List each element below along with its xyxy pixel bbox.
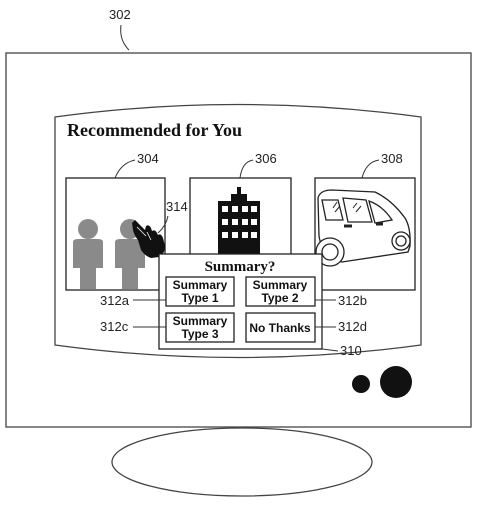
monitor-power-button[interactable] bbox=[380, 366, 412, 398]
label-302: 302 bbox=[109, 7, 131, 22]
label-314: 314 bbox=[166, 199, 188, 214]
leader-306 bbox=[239, 159, 254, 179]
button-label-line2: Type 1 bbox=[181, 291, 218, 305]
leader-304 bbox=[114, 159, 136, 179]
leader-302 bbox=[120, 24, 130, 51]
pointing-hand-icon bbox=[132, 220, 165, 258]
image-tile-car[interactable] bbox=[314, 177, 416, 291]
button-label-line2: Type 3 bbox=[181, 327, 218, 341]
label-310: 310 bbox=[340, 343, 362, 358]
label-312c: 312c bbox=[100, 319, 129, 334]
car-icon bbox=[315, 189, 411, 267]
label-312d: 312d bbox=[338, 319, 367, 334]
people-icon bbox=[73, 219, 145, 289]
building-icon bbox=[218, 187, 260, 256]
button-label-line2: Type 2 bbox=[261, 291, 298, 305]
button-label-line1: Summary bbox=[173, 314, 228, 328]
label-306: 306 bbox=[255, 151, 277, 166]
label-304: 304 bbox=[137, 151, 159, 166]
screen-heading: Recommended for You bbox=[67, 120, 242, 140]
summary-type-3-button[interactable]: Summary Type 3 bbox=[165, 312, 235, 343]
summary-type-1-button[interactable]: Summary Type 1 bbox=[165, 276, 235, 307]
monitor-small-button[interactable] bbox=[352, 375, 370, 393]
label-312a: 312a bbox=[100, 293, 130, 308]
button-label: No Thanks bbox=[249, 321, 311, 335]
leader-308 bbox=[361, 159, 380, 179]
button-label-line1: Summary bbox=[173, 278, 228, 292]
leader-314 bbox=[157, 215, 169, 234]
monitor-stand bbox=[111, 427, 373, 497]
no-thanks-button[interactable]: No Thanks bbox=[245, 312, 316, 343]
leader-310 bbox=[321, 348, 339, 352]
label-312b: 312b bbox=[338, 293, 367, 308]
label-308: 308 bbox=[381, 151, 403, 166]
summary-popup: Summary? Summary Type 1 Summary Type 2 S… bbox=[158, 253, 323, 350]
summary-type-2-button[interactable]: Summary Type 2 bbox=[245, 276, 316, 307]
popup-title: Summary? bbox=[205, 259, 276, 275]
button-label-line1: Summary bbox=[253, 278, 308, 292]
